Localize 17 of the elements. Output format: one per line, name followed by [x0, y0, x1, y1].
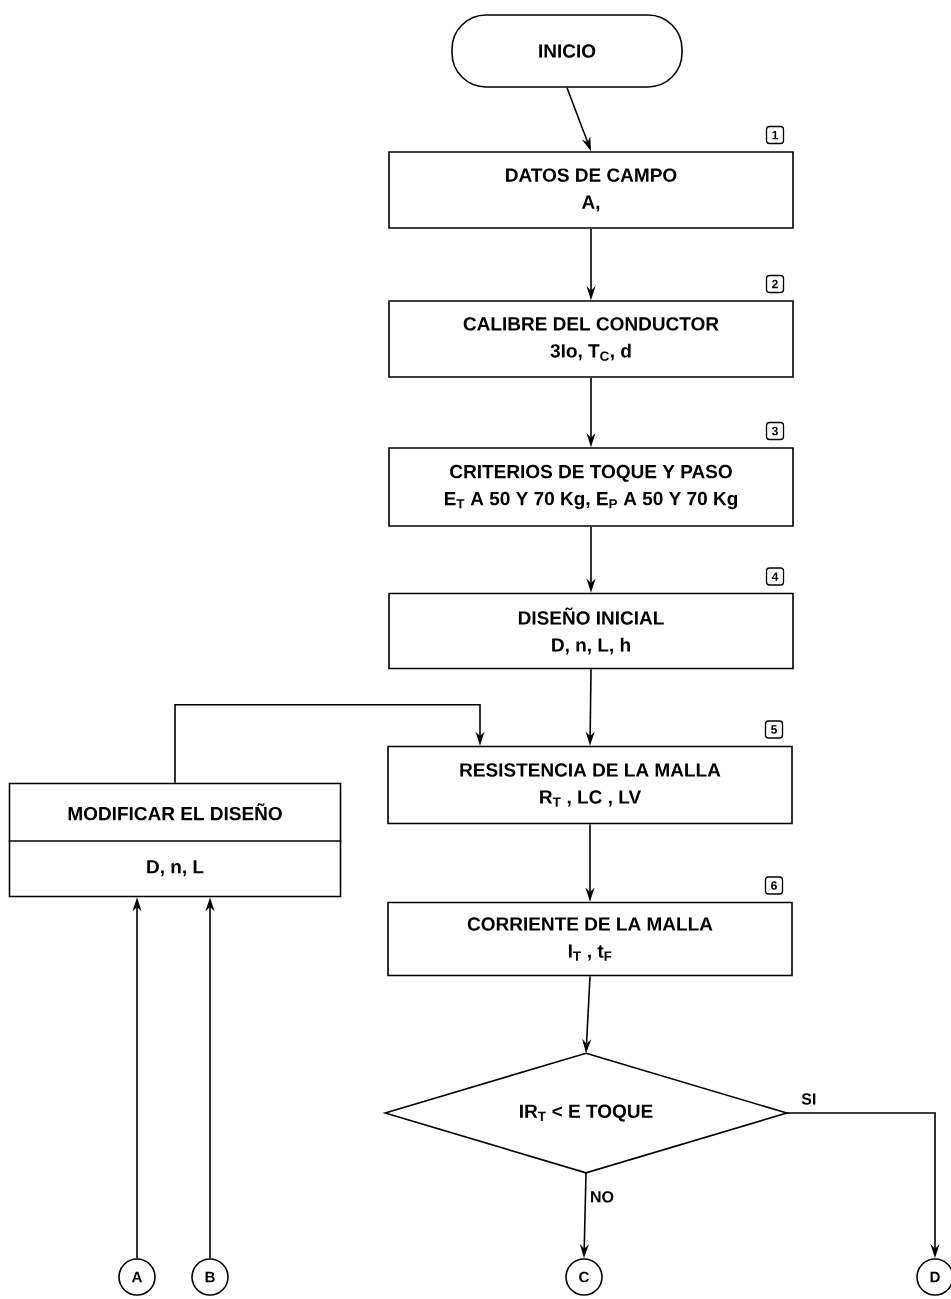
step-number: 6 — [764, 876, 784, 895]
step-number: 3 — [765, 421, 785, 441]
step-number: 4 — [765, 567, 785, 586]
edge-label: SI — [800, 1092, 818, 1106]
process-box: CALIBRE DEL CONDUCTOR 3Io, T$_{C}$, d — [388, 300, 794, 378]
step-number: 2 — [765, 274, 785, 294]
process-box: DISEÑO INICIAL D, n, L, h — [388, 592, 794, 670]
arrow — [174, 703, 485, 784]
process-box: CRITERIOS DE TOQUE Y PASO E$_{T}$ A 50 Y 70 Kg, E$_{P}$ A 50 Y 70 Kg — [388, 447, 794, 527]
start-terminal: INICIO — [451, 14, 683, 88]
process-box: MODIFICAR EL DISEÑO D, n, L — [7, 782, 343, 898]
process-box: CORRIENTE DE LA MALLA I$_{T}$ , t$_{F}$ — [387, 901, 793, 977]
step-number: 5 — [764, 720, 784, 739]
process-box: DATOS DE CAMPO A, — [388, 151, 794, 229]
process-box: RESISTENCIA DE LA MALLA R$_{T}$ , LC , LV — [387, 745, 793, 825]
edge-label: NO — [589, 1190, 615, 1204]
step-number: 1 — [765, 125, 785, 145]
